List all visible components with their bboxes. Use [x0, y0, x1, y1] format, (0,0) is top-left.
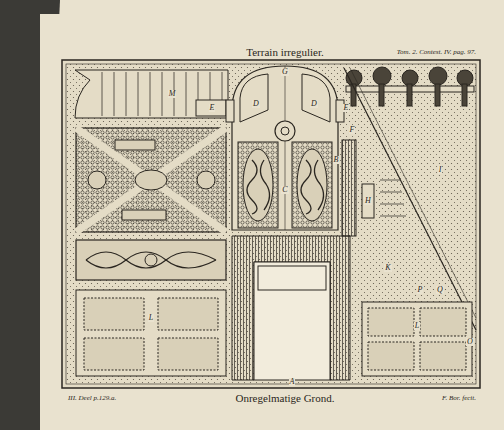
plan-letter: G: [281, 68, 289, 76]
page-ref: III. Deel p.129.a.: [68, 395, 116, 402]
plan-letter: B: [333, 156, 340, 164]
plate-title: Terrain irregulier.: [246, 47, 323, 58]
plan-letter: Q: [436, 286, 444, 294]
plan-letter: K: [384, 264, 391, 272]
plan-letter: L: [148, 314, 154, 322]
plate-caption: Onregelmatige Grond.: [236, 393, 335, 404]
plan-letter: D: [310, 100, 318, 108]
engraver-signature: F. Bor. fecit.: [442, 395, 476, 402]
plan-letter: P: [417, 286, 424, 294]
plan-letter: F: [349, 126, 356, 134]
plan-letter: E: [343, 104, 350, 112]
plan-letter: I: [438, 166, 443, 174]
plan-letter: H: [364, 197, 372, 205]
plan-letter: C: [281, 186, 288, 194]
plan-letter: D: [252, 100, 260, 108]
plan-letter: L: [414, 322, 420, 330]
plan-letter: M: [168, 90, 177, 98]
volume-ref: Tom. 2. Contest. IV. pag. 97.: [397, 49, 476, 56]
plan-letter: E: [209, 104, 216, 112]
plan-letter: O: [466, 338, 474, 346]
plan-letter: A: [289, 378, 296, 386]
